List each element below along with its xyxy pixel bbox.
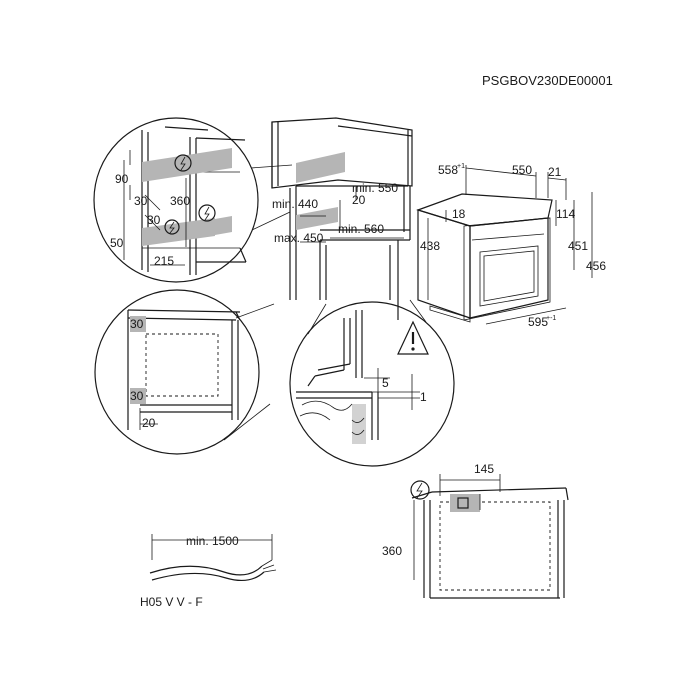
detail-bottom-right: 145 360	[382, 462, 569, 599]
dim-min-560: min. 560	[338, 222, 384, 236]
dim-456: 456	[586, 259, 606, 273]
dim-30-top: 30	[130, 317, 144, 331]
dim-145: 145	[474, 462, 494, 476]
electric-warning-icon	[164, 219, 180, 235]
dim-550: 550	[512, 163, 532, 177]
dim-20: 20	[352, 193, 366, 207]
dim-90: 90	[115, 172, 129, 186]
appliance-drawing: 558 +1 550 21 18 114 438 451 456 595 +-1	[416, 163, 606, 329]
detail-mid-right: 5 1	[289, 299, 455, 467]
dim-18: 18	[452, 207, 466, 221]
dim-50: 50	[110, 236, 124, 250]
dim-595: 595	[528, 315, 548, 329]
dim-min-550: min. 550	[352, 181, 398, 195]
dim-558: 558	[438, 163, 458, 177]
dim-max-450: max. 450	[274, 231, 324, 245]
dim-20-left: 20	[142, 416, 156, 430]
cable-detail: min. 1500 H05 V V - F	[140, 534, 277, 609]
electric-warning-icon	[174, 154, 192, 172]
dim-30-lower: 30	[147, 213, 161, 227]
detail-circle-mid-left	[94, 289, 260, 455]
dim-5: 5	[382, 376, 389, 390]
dim-min-440: min. 440	[272, 197, 318, 211]
dim-30-upper: 30	[134, 194, 148, 208]
cabinet-drawing: min. 550 20 min. 440 max. 450 min. 560	[271, 117, 413, 320]
document-code: PSGBOV230DE00001	[482, 73, 613, 88]
cable-type: H05 V V - F	[140, 595, 203, 609]
dim-595-tolerance: +-1	[546, 315, 556, 322]
electric-warning-icon	[410, 480, 430, 500]
dim-21: 21	[548, 165, 562, 179]
dim-1: 1	[420, 390, 427, 404]
dim-360: 360	[170, 194, 190, 208]
dim-438: 438	[420, 239, 440, 253]
dim-360-right: 360	[382, 544, 402, 558]
dim-min-1500: min. 1500	[186, 534, 239, 548]
detail-top-left: 90 30 360 30 50 215	[93, 117, 293, 283]
dim-451: 451	[568, 239, 588, 253]
detail-circle-mid-right	[289, 301, 455, 467]
warning-triangle-icon	[397, 320, 429, 355]
electric-warning-icon	[198, 204, 216, 222]
detail-mid-left: 30 30 20	[94, 289, 275, 455]
dim-215: 215	[154, 254, 174, 268]
dim-30-bottom: 30	[130, 389, 144, 403]
detail-circle-top-left	[93, 117, 259, 283]
dim-114: 114	[556, 207, 575, 221]
dim-558-tolerance: +1	[457, 163, 465, 170]
